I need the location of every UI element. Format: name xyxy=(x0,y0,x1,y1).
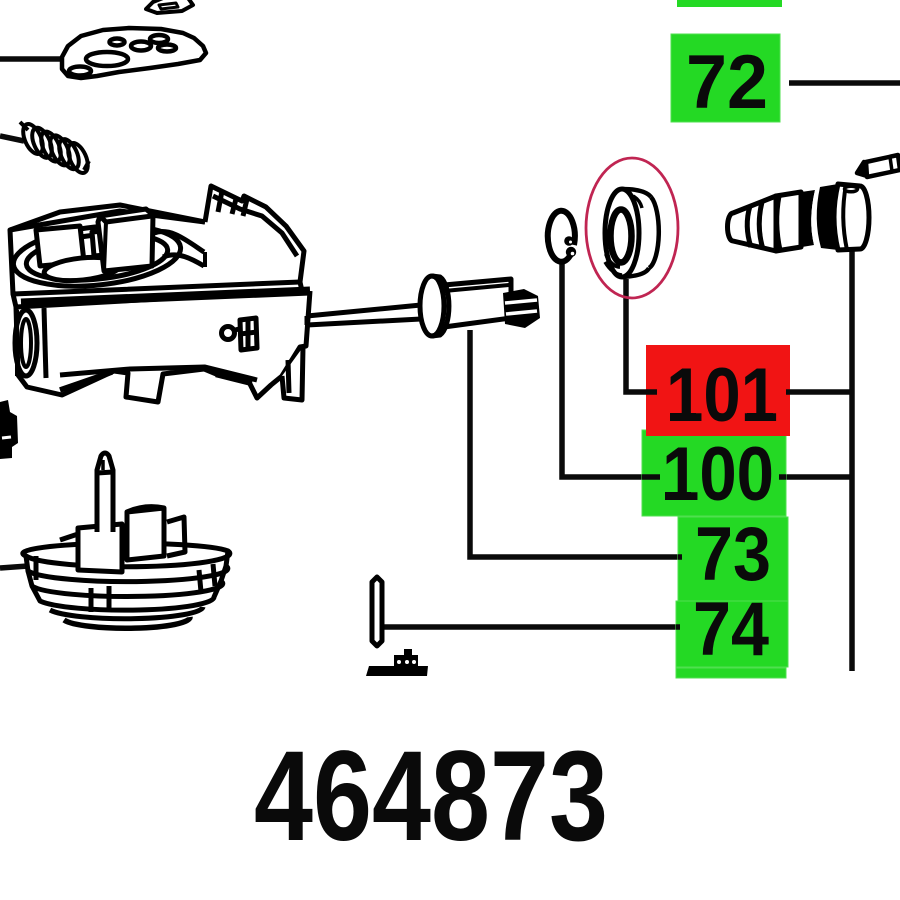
svg-text:73: 73 xyxy=(695,512,771,597)
svg-text:72: 72 xyxy=(686,40,768,125)
svg-text:100: 100 xyxy=(662,432,774,517)
svg-text:101: 101 xyxy=(666,353,778,438)
svg-text:464873: 464873 xyxy=(254,725,608,868)
svg-text:74: 74 xyxy=(693,587,769,672)
